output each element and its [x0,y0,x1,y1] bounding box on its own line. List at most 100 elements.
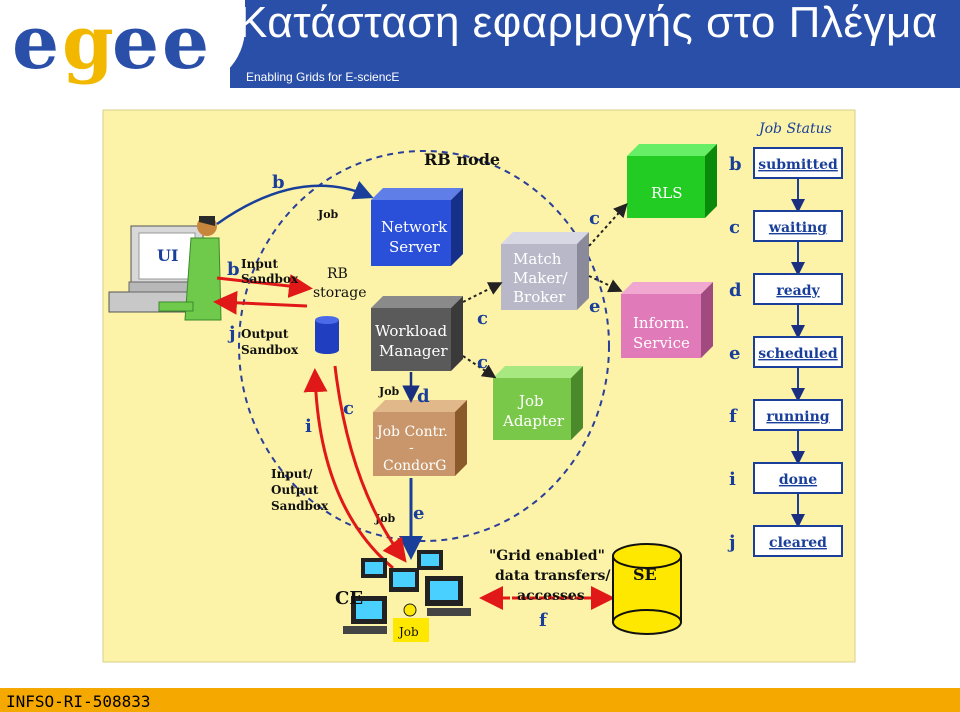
status-box-submitted [753,147,843,179]
logo-letter-e1: e [12,0,59,86]
job-label-1: Job [317,208,339,221]
job-status-diagram: RB node UI b Job b Input Sandbox j Outpu… [99,106,859,666]
arrow-wm-to-broker [462,282,503,303]
match-maker-line1: Match [513,250,562,268]
workload-manager-line2: Manager [379,342,448,360]
transfer-note-line2: data transfers/ [495,568,611,584]
status-label-cleared: cleared [769,535,827,551]
job-controller-line1: Job Contr. [375,424,448,440]
arrow-submit [216,180,374,226]
input-sandbox-line2: Sandbox [241,272,299,286]
rls-label: RLS [651,184,683,202]
rls-box: RLS [627,144,717,218]
header: e g e e Κατάσταση εφαρμογής στο Πλέγμα E… [0,0,960,88]
network-server-front [371,200,451,266]
network-server-line1: Network [381,218,448,236]
logo-area: e g e e [0,0,245,88]
page-subtitle: Enabling Grids for E-sciencE [246,70,400,84]
workload-manager-side [451,296,463,371]
network-server-side [451,188,463,266]
job-controller-line2: - [409,440,414,456]
inform-service-box: Inform. Service [621,282,713,358]
rb-storage-bottom [315,346,339,354]
header-band [230,0,960,88]
output-sandbox-line2: Sandbox [241,343,299,357]
output-sandbox-line1: Output [241,327,289,341]
ui-workstation: UI [108,216,222,321]
network-server-line2: Server [389,238,441,256]
ui-label: UI [157,246,178,265]
status-letter-running: f [729,406,738,427]
letter-b1: b [272,172,285,193]
logo-letter-e3: e [162,0,209,86]
status-letter-ready: d [729,280,742,301]
arrow-input-sandbox [216,274,313,298]
rb-storage-cylinder [315,316,339,354]
match-maker-box: Match Maker/ Broker [501,232,589,310]
inform-service-top [621,282,713,294]
inform-service-front [621,294,701,358]
job-adapter-side [571,366,583,440]
status-letter-waiting: c [729,217,740,238]
letter-c1: c [477,308,488,329]
rls-front [627,156,705,218]
job-controller-line3: CondorG [383,458,446,474]
status-letter-scheduled: e [729,343,740,364]
rls-side [705,144,717,218]
match-maker-top [501,232,589,244]
se-storage: SE [612,543,682,635]
status-letter-done: i [729,469,736,490]
status-box-cleared [753,525,843,557]
workload-manager-line1: Workload [375,322,447,340]
ce-pc-3-screen [393,572,415,587]
io-sandbox-line3: Sandbox [271,499,329,513]
user-arm [158,301,194,312]
rls-top [627,144,717,156]
arrow-output-sandbox [213,290,308,315]
letter-c4: c [343,398,354,419]
ce-pc-5-screen [356,601,382,619]
match-maker-side [577,232,589,310]
status-box-waiting [753,210,843,242]
workload-manager-top [371,296,463,308]
ce-job-tag [393,618,429,642]
match-maker-line3: Broker [513,288,566,306]
ce-pc-2-screen [421,554,439,566]
rb-storage-top [315,316,339,324]
user-hair [199,216,215,226]
inform-service-line1: Inform. [633,314,689,332]
input-sandbox-line1: Input [241,257,278,271]
letter-e1: e [589,296,600,317]
io-sandbox-line2: Output [271,483,319,497]
rb-storage-line2: storage [313,285,367,301]
diagram-canvas: RB node UI b Job b Input Sandbox j Outpu… [99,106,859,666]
rb-node-boundary [238,150,610,542]
status-letter-submitted: b [729,154,742,175]
se-top [612,543,682,569]
job-controller-top [373,400,467,412]
job-controller-box: Job Contr. - CondorG [373,400,467,476]
job-adapter-front [493,378,571,440]
ce-pc-5-keyboard [343,626,387,634]
letter-j: j [227,323,236,344]
job-adapter-line2: Adapter [502,412,565,430]
arrow-wm-to-adapter [462,355,497,379]
job-adapter-top [493,366,583,378]
letter-c2: c [477,352,488,373]
status-label-running: running [766,409,829,425]
arrow-broker-to-rls [588,203,628,247]
logo-letter-e2: e [112,0,159,86]
page-title: Κατάσταση εφαρμογής στο Πλέγμα [238,0,938,47]
job-controller-front [373,412,455,476]
network-server-top [371,188,463,200]
egee-logo: e g e e [12,0,209,86]
rb-node-label: RB node [424,150,500,169]
ce-job-node [403,603,417,617]
se-bottom [612,609,682,635]
status-label-scheduled: scheduled [758,346,838,362]
letter-b2: b [227,259,240,280]
letter-i: i [305,416,312,437]
footer-project-id: INFSO-RI-508833 [6,692,151,711]
job-label-2: Job [378,385,400,398]
network-server-box: Network Server [371,188,463,266]
